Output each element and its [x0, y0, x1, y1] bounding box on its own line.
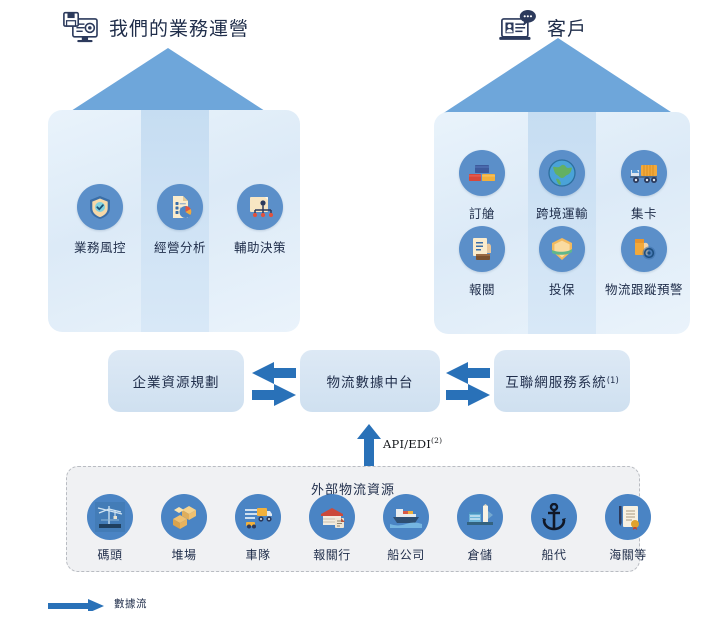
globe-icon — [539, 150, 585, 196]
warehouse-icon — [457, 494, 503, 540]
external-item-customs: 海關等 — [596, 494, 660, 563]
footnote-marker-1: (1) — [606, 376, 619, 386]
external-item-label: 船公司 — [387, 548, 425, 562]
box-label: 互聯網服務系統 — [505, 375, 607, 391]
panel-center-band — [528, 112, 596, 334]
external-item-label: 車隊 — [245, 548, 271, 562]
legend-data-flow: 數據流 — [48, 596, 147, 611]
header-business-operations: 我們的業務運營 — [60, 10, 249, 44]
feature-label: 經營分析 — [153, 240, 206, 255]
shield-check-icon — [77, 184, 123, 230]
arrows-platform-internet — [446, 362, 490, 406]
box-logistics-data-platform[interactable]: 物流數據中台 — [300, 350, 440, 412]
arrow-right-icon — [48, 598, 104, 611]
report-chart-icon — [157, 184, 203, 230]
external-item-fleet: 車隊 — [226, 494, 290, 563]
feature-label: 跨境運輸 — [535, 206, 588, 221]
external-item-label: 堆場 — [171, 548, 197, 562]
panel-customers — [434, 112, 690, 334]
external-item-label: 倉儲 — [467, 548, 493, 562]
up-arrow-right — [442, 38, 674, 118]
feature-logistics-tracking-alert: 物流跟蹤預警 — [598, 226, 690, 298]
external-item-shipping-line: 船公司 — [374, 494, 438, 563]
feature-cross-border-transport: 跨境運輸 — [530, 150, 594, 222]
box-label: 企業資源規劃 — [132, 375, 220, 391]
anchor-icon — [531, 494, 577, 540]
box-label: 物流數據中台 — [326, 375, 414, 391]
feature-operation-analysis: 經營分析 — [148, 184, 212, 256]
feature-customs-declaration: 報關 — [450, 226, 514, 298]
port-crane-icon — [87, 494, 133, 540]
truck-fleet-icon — [235, 494, 281, 540]
external-item-label: 報關行 — [313, 548, 351, 562]
box-internet-service-system[interactable]: 互聯網服務系統(1) — [494, 350, 630, 412]
box-erp[interactable]: 企業資源規劃 — [108, 350, 244, 412]
header-customers: 客戶 — [498, 10, 587, 44]
feature-label: 訂艙 — [468, 206, 495, 221]
container-truck-icon — [621, 150, 667, 196]
feature-insurance: 投保 — [530, 226, 594, 298]
external-item-label: 碼頭 — [97, 548, 123, 562]
cargo-boxes-icon — [161, 494, 207, 540]
legend-label: 數據流 — [114, 598, 147, 610]
customs-declaration-icon — [459, 226, 505, 272]
feature-container-truck: 集卡 — [612, 150, 676, 222]
decision-tree-icon — [237, 184, 283, 230]
feature-booking: 訂艙 — [450, 150, 514, 222]
arrows-erp-platform — [252, 362, 296, 406]
feature-business-risk-control: 業務風控 — [68, 184, 132, 256]
customs-broker-icon — [309, 494, 355, 540]
header-title: 我們的業務運營 — [109, 17, 250, 40]
external-item-yard: 堆場 — [152, 494, 216, 563]
monitor-save-icon — [63, 11, 98, 43]
laptop-customer-chat-icon — [499, 10, 536, 40]
tracking-alert-icon — [621, 226, 667, 272]
insurance-shield-icon — [539, 226, 585, 272]
api-edi-label: API/EDI(2) — [383, 436, 443, 451]
header-title: 客戶 — [547, 17, 588, 40]
feature-label: 集卡 — [630, 206, 657, 221]
feature-label: 物流跟蹤預警 — [604, 282, 683, 297]
external-item-label: 海關等 — [609, 548, 647, 562]
feature-label: 輔助決策 — [233, 240, 286, 255]
up-arrow-api — [357, 424, 381, 468]
containers-icon — [459, 150, 505, 196]
external-item-warehouse: 倉儲 — [448, 494, 512, 563]
external-item-customs-broker: 報關行 — [300, 494, 364, 563]
external-item-port: 碼頭 — [78, 494, 142, 563]
certificate-icon — [605, 494, 651, 540]
feature-label: 業務風控 — [73, 240, 126, 255]
feature-label: 投保 — [548, 282, 575, 297]
feature-label: 報關 — [468, 282, 495, 297]
external-item-shipping-agent: 船代 — [522, 494, 586, 563]
feature-decision-support: 輔助決策 — [228, 184, 292, 256]
cargo-ship-icon — [383, 494, 429, 540]
external-item-label: 船代 — [541, 548, 567, 562]
up-arrow-left — [54, 48, 282, 126]
